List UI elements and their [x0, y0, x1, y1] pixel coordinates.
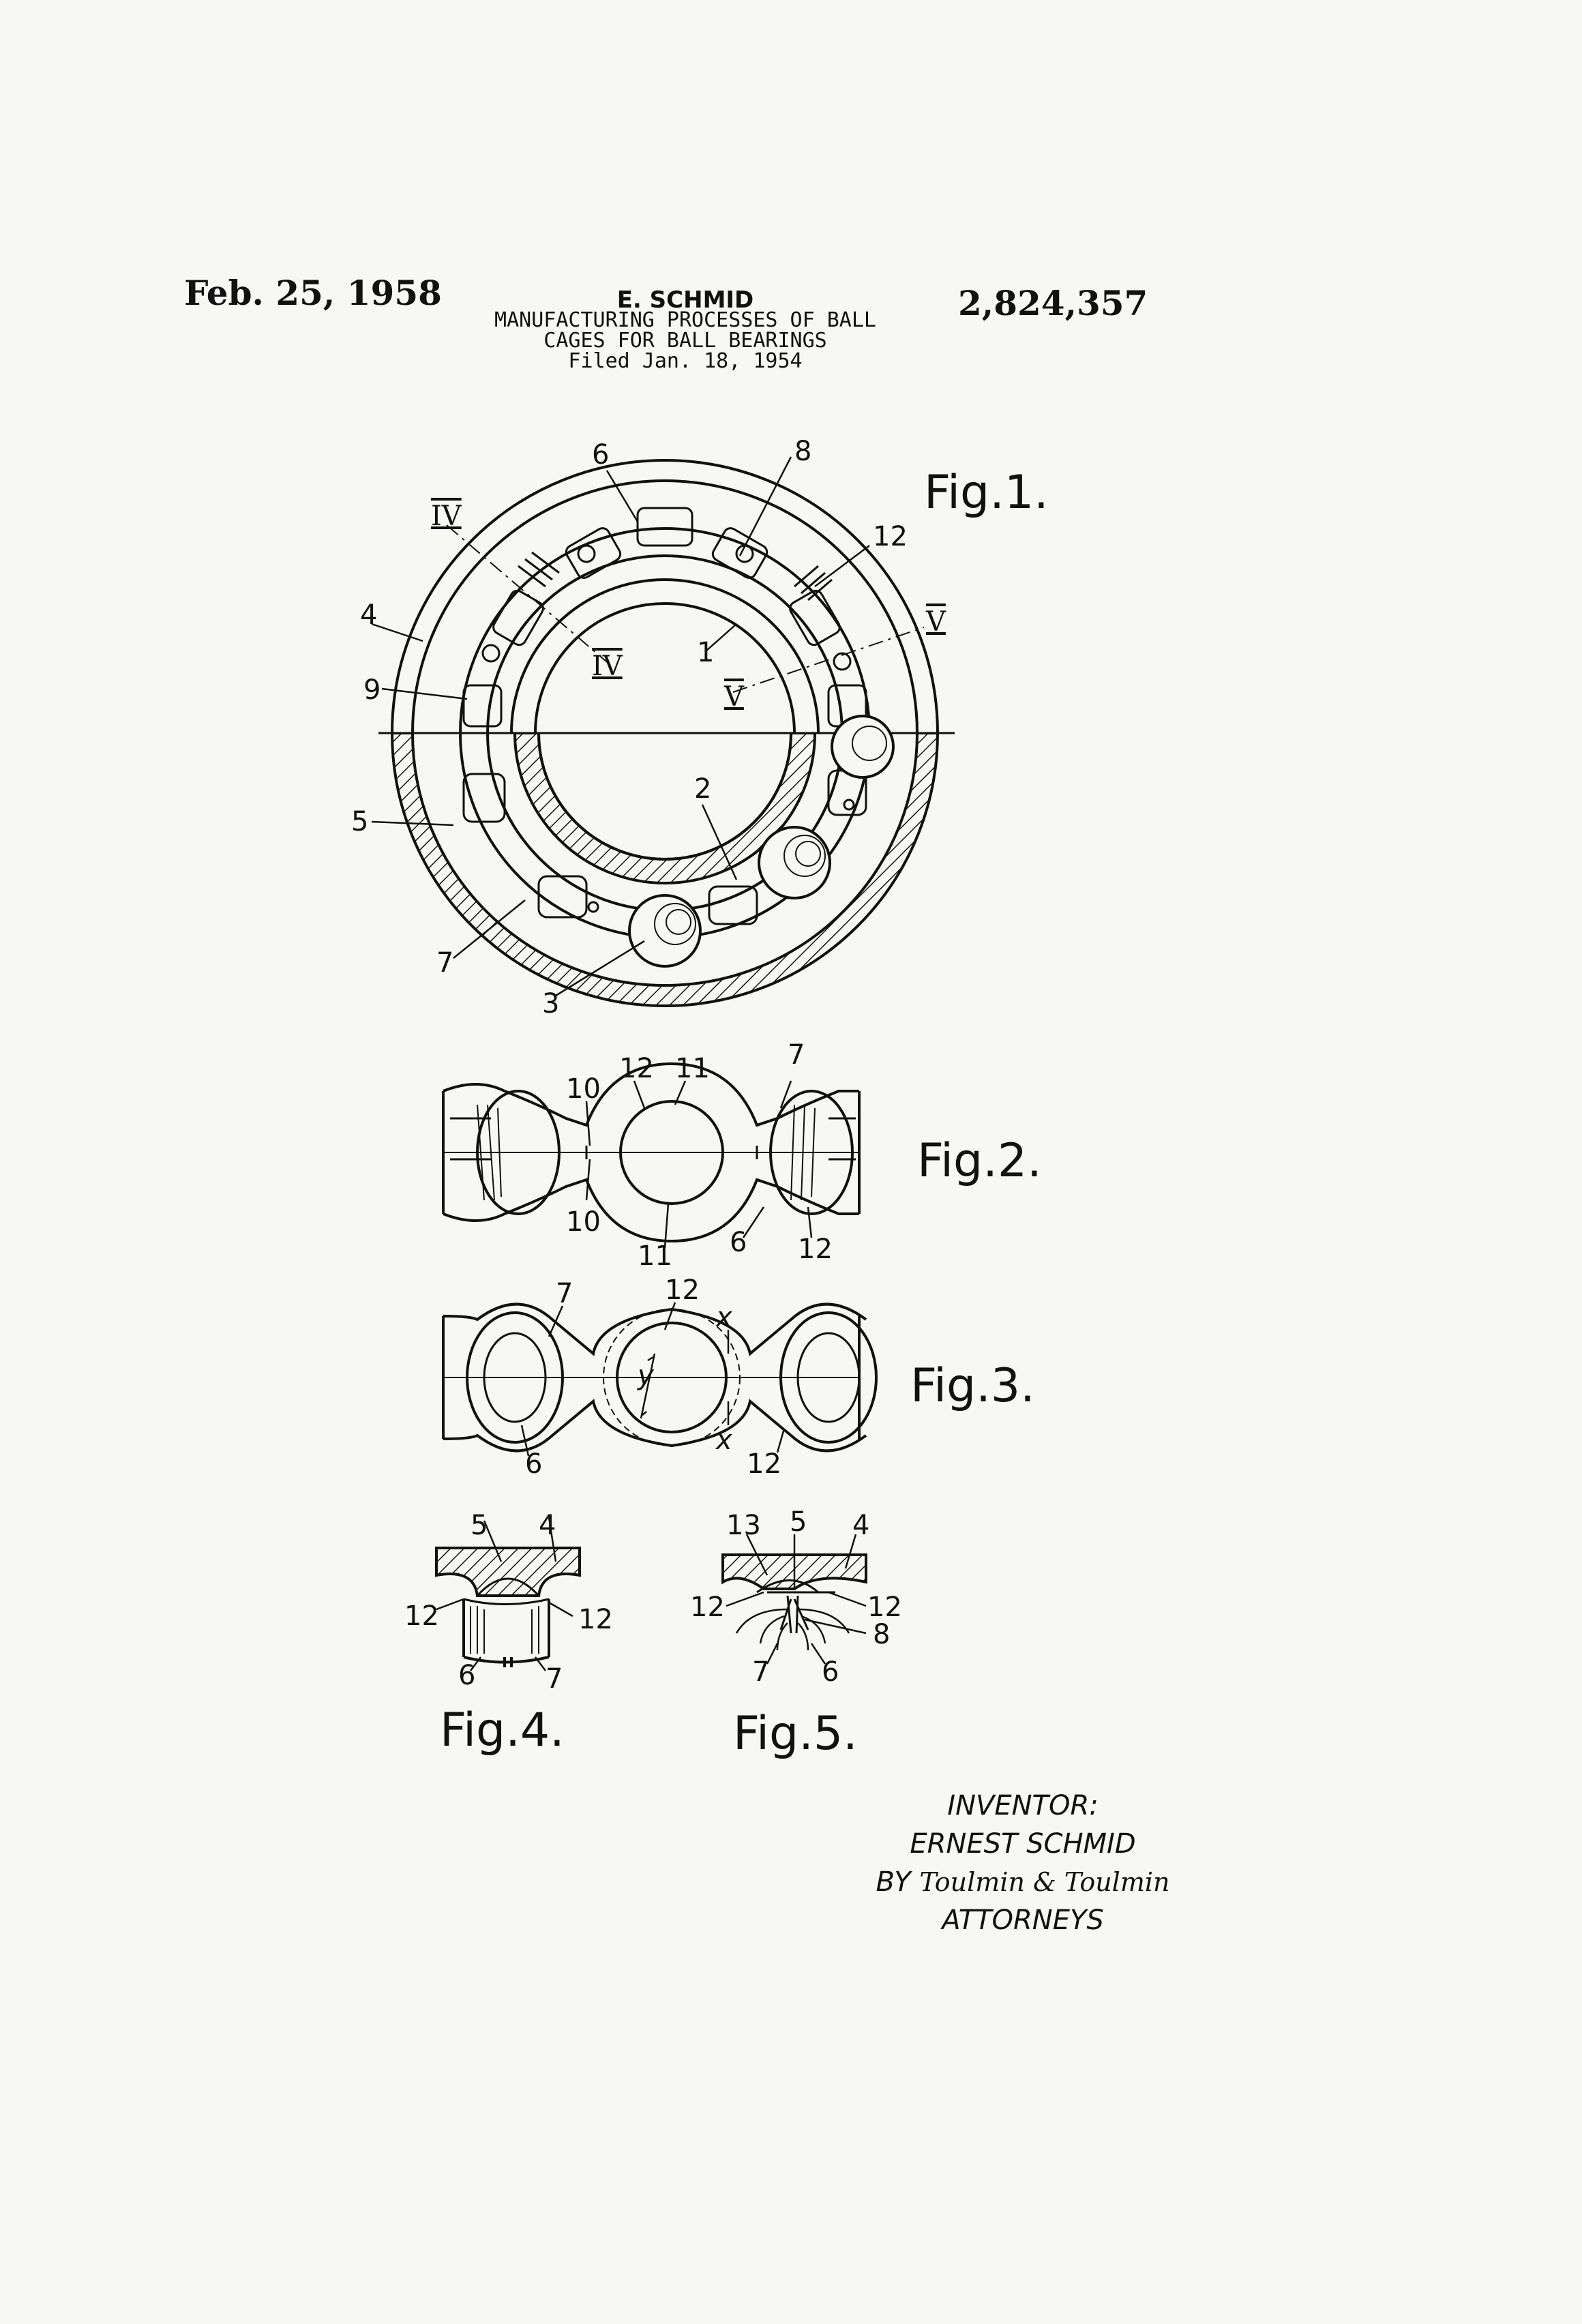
fig2-ref: 11	[675, 1053, 710, 1084]
fig4-section-drawing	[436, 1517, 580, 1671]
fig1-ref: 5	[351, 806, 368, 837]
fig2-ref: 12	[798, 1234, 833, 1265]
fig4-ref: 12	[578, 1604, 613, 1635]
attorney-line: BY Toulmin & Toulmin	[839, 1863, 1207, 1901]
fig2-ref: 12	[619, 1053, 654, 1084]
fig2-cage-drawing	[443, 1064, 859, 1248]
fig1-ref: 6	[592, 439, 609, 471]
fig5-ref: 8	[873, 1619, 890, 1650]
fig3-cage-drawing	[443, 1302, 876, 1456]
fig2-label: Fig.2.	[917, 1134, 1042, 1188]
fig1-label: Fig.1.	[924, 466, 1049, 520]
fig5-section-drawing	[723, 1534, 866, 1664]
fig4-ref: 7	[546, 1663, 563, 1695]
fig5-ref: 13	[726, 1510, 761, 1541]
fig3-ref: 12	[665, 1275, 700, 1306]
fig1-ref: 7	[436, 947, 453, 979]
fig1-section-ref: IV	[592, 651, 623, 682]
fig5-ref: 6	[822, 1656, 839, 1688]
fig5-ref: 5	[790, 1506, 807, 1538]
fig4-ref: 6	[458, 1660, 475, 1691]
fig4-reference-numerals: 5 4 12 12 6 7	[404, 1510, 613, 1695]
fig3-ref: y	[637, 1360, 655, 1391]
fig3-ref: 7	[556, 1278, 573, 1309]
fig5-ref: 12	[690, 1592, 725, 1623]
fig3-ref: x	[715, 1425, 732, 1456]
fig2-ref: 6	[730, 1227, 747, 1258]
fig3-ref: 12	[747, 1448, 781, 1480]
by-label: BY	[876, 1866, 911, 1898]
fig1-ref: 12	[873, 521, 908, 552]
fig1-ref: 2	[694, 773, 711, 805]
fig3-label: Fig.3.	[910, 1359, 1035, 1413]
inventor-full-name: ERNEST SCHMID	[839, 1825, 1207, 1863]
fig2-ref: 10	[566, 1073, 601, 1105]
fig5-label: Fig.5.	[733, 1707, 858, 1761]
fig5-reference-numerals: 13 5 4 12 12 8 7 6	[690, 1506, 902, 1688]
fig1-ref: 1	[697, 637, 714, 668]
fig1-bearing-drawing	[372, 457, 955, 1006]
fig2-ref: 7	[788, 1039, 805, 1071]
fig4-label: Fig.4.	[440, 1703, 565, 1757]
fig1-section-ref: V	[723, 681, 745, 713]
attorney-signature: Toulmin & Toulmin	[919, 1867, 1169, 1897]
fig1-ref: 8	[794, 436, 811, 467]
fig3-ref: x	[715, 1302, 732, 1333]
fig2-ref: 11	[638, 1240, 672, 1272]
fig3-ref: 6	[525, 1448, 542, 1480]
fig1-section-ref: IV	[431, 501, 462, 532]
inventor-heading: INVENTOR:	[839, 1787, 1207, 1825]
fig1-ref: 4	[360, 599, 377, 631]
fig4-ref: 12	[404, 1600, 439, 1632]
fig4-ref: 5	[471, 1510, 488, 1541]
fig5-ref: 4	[852, 1510, 869, 1541]
fig4-ref: 4	[539, 1510, 556, 1541]
fig1-section-ref: V	[925, 606, 946, 638]
signature-block: INVENTOR: ERNEST SCHMID BY Toulmin & Tou…	[839, 1787, 1207, 1939]
fig1-ref: 3	[542, 988, 559, 1019]
fig1-ref: 9	[363, 674, 380, 706]
fig2-ref: 10	[566, 1206, 601, 1238]
fig5-ref: 7	[752, 1656, 769, 1688]
attorneys-label: ATTORNEYS	[839, 1901, 1207, 1939]
